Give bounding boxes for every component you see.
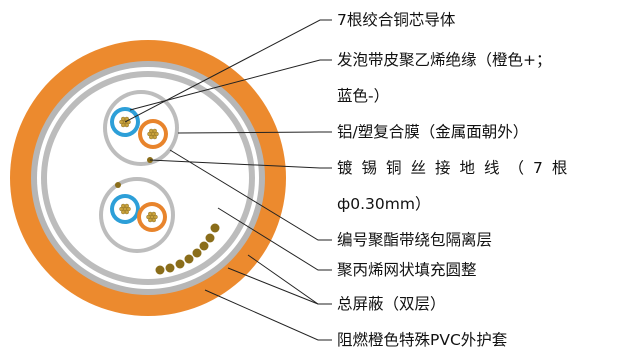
copper-strand xyxy=(147,131,152,137)
leader-line-4 xyxy=(149,159,332,169)
copper-strand xyxy=(149,128,154,133)
label-insulation-cont: 蓝色-） xyxy=(337,87,390,105)
drain-wire-strand xyxy=(175,259,185,269)
drain-wire-strand xyxy=(210,223,220,233)
pair-1 xyxy=(103,90,179,166)
leader-line-8 xyxy=(204,289,332,341)
filler-area xyxy=(47,77,249,279)
copper-strand xyxy=(151,211,156,216)
label-filler: 聚丙烯网状填充圆整 xyxy=(337,261,477,279)
leader-line-3 xyxy=(177,131,332,134)
copper-strand xyxy=(126,206,131,212)
leader-line-7b xyxy=(227,267,319,305)
copper-strand xyxy=(152,128,157,133)
copper-strand xyxy=(154,131,159,137)
copper-strand xyxy=(121,203,126,208)
copper-strand xyxy=(148,211,153,216)
drain-wire-strand xyxy=(199,241,209,251)
pair-2 xyxy=(99,177,175,253)
copper-strand xyxy=(119,119,124,125)
label-foil-shield: 铝/塑复合膜（金属面朝外） xyxy=(337,123,529,141)
drain-wire-strand xyxy=(165,263,175,273)
label-separator-tape: 编号聚酯带绕包隔离层 xyxy=(337,231,493,249)
drain-wire-strand xyxy=(155,265,165,275)
copper-strand xyxy=(153,214,158,220)
label-insulation: 发泡带皮聚乙烯绝缘（橙色+； xyxy=(337,51,552,69)
leader-line-6 xyxy=(217,207,332,271)
pair-1-conductors xyxy=(119,116,159,140)
label-conductor: 7根绞合铜芯导体 xyxy=(337,11,456,29)
leader-line-7a xyxy=(247,254,332,305)
label-outer-jacket: 阻燃橙色特殊PVC外护套 xyxy=(337,331,508,349)
copper-strand xyxy=(121,123,126,128)
drain-wire-strand xyxy=(205,233,215,243)
leader-line-1 xyxy=(124,19,332,123)
copper-strand xyxy=(152,135,157,140)
copper-strand xyxy=(124,210,129,215)
copper-strand xyxy=(151,218,156,223)
drain-wire-strand xyxy=(184,254,194,264)
label-overall-screen: 总屏蔽（双层） xyxy=(337,295,446,313)
leader-lines xyxy=(124,19,332,341)
copper-strand xyxy=(124,203,129,208)
copper-strand xyxy=(121,210,126,215)
label-drain-wire: 镀锡铜丝接地线（7根 xyxy=(337,159,577,177)
copper-strand xyxy=(124,123,129,128)
overall-drain-wires xyxy=(155,223,220,275)
copper-strand xyxy=(121,116,126,121)
drain-wire-strand xyxy=(192,248,202,258)
copper-strand xyxy=(149,135,154,140)
label-drain-wire-cont: ф0.30mm） xyxy=(337,195,431,213)
leader-line-5 xyxy=(169,149,332,241)
pair-2-drain-wire xyxy=(115,182,121,188)
leader-line-2 xyxy=(129,59,332,111)
copper-strand xyxy=(146,214,151,220)
pair-2-conductors xyxy=(119,203,158,223)
copper-strand xyxy=(119,206,124,212)
copper-strand xyxy=(148,218,153,223)
